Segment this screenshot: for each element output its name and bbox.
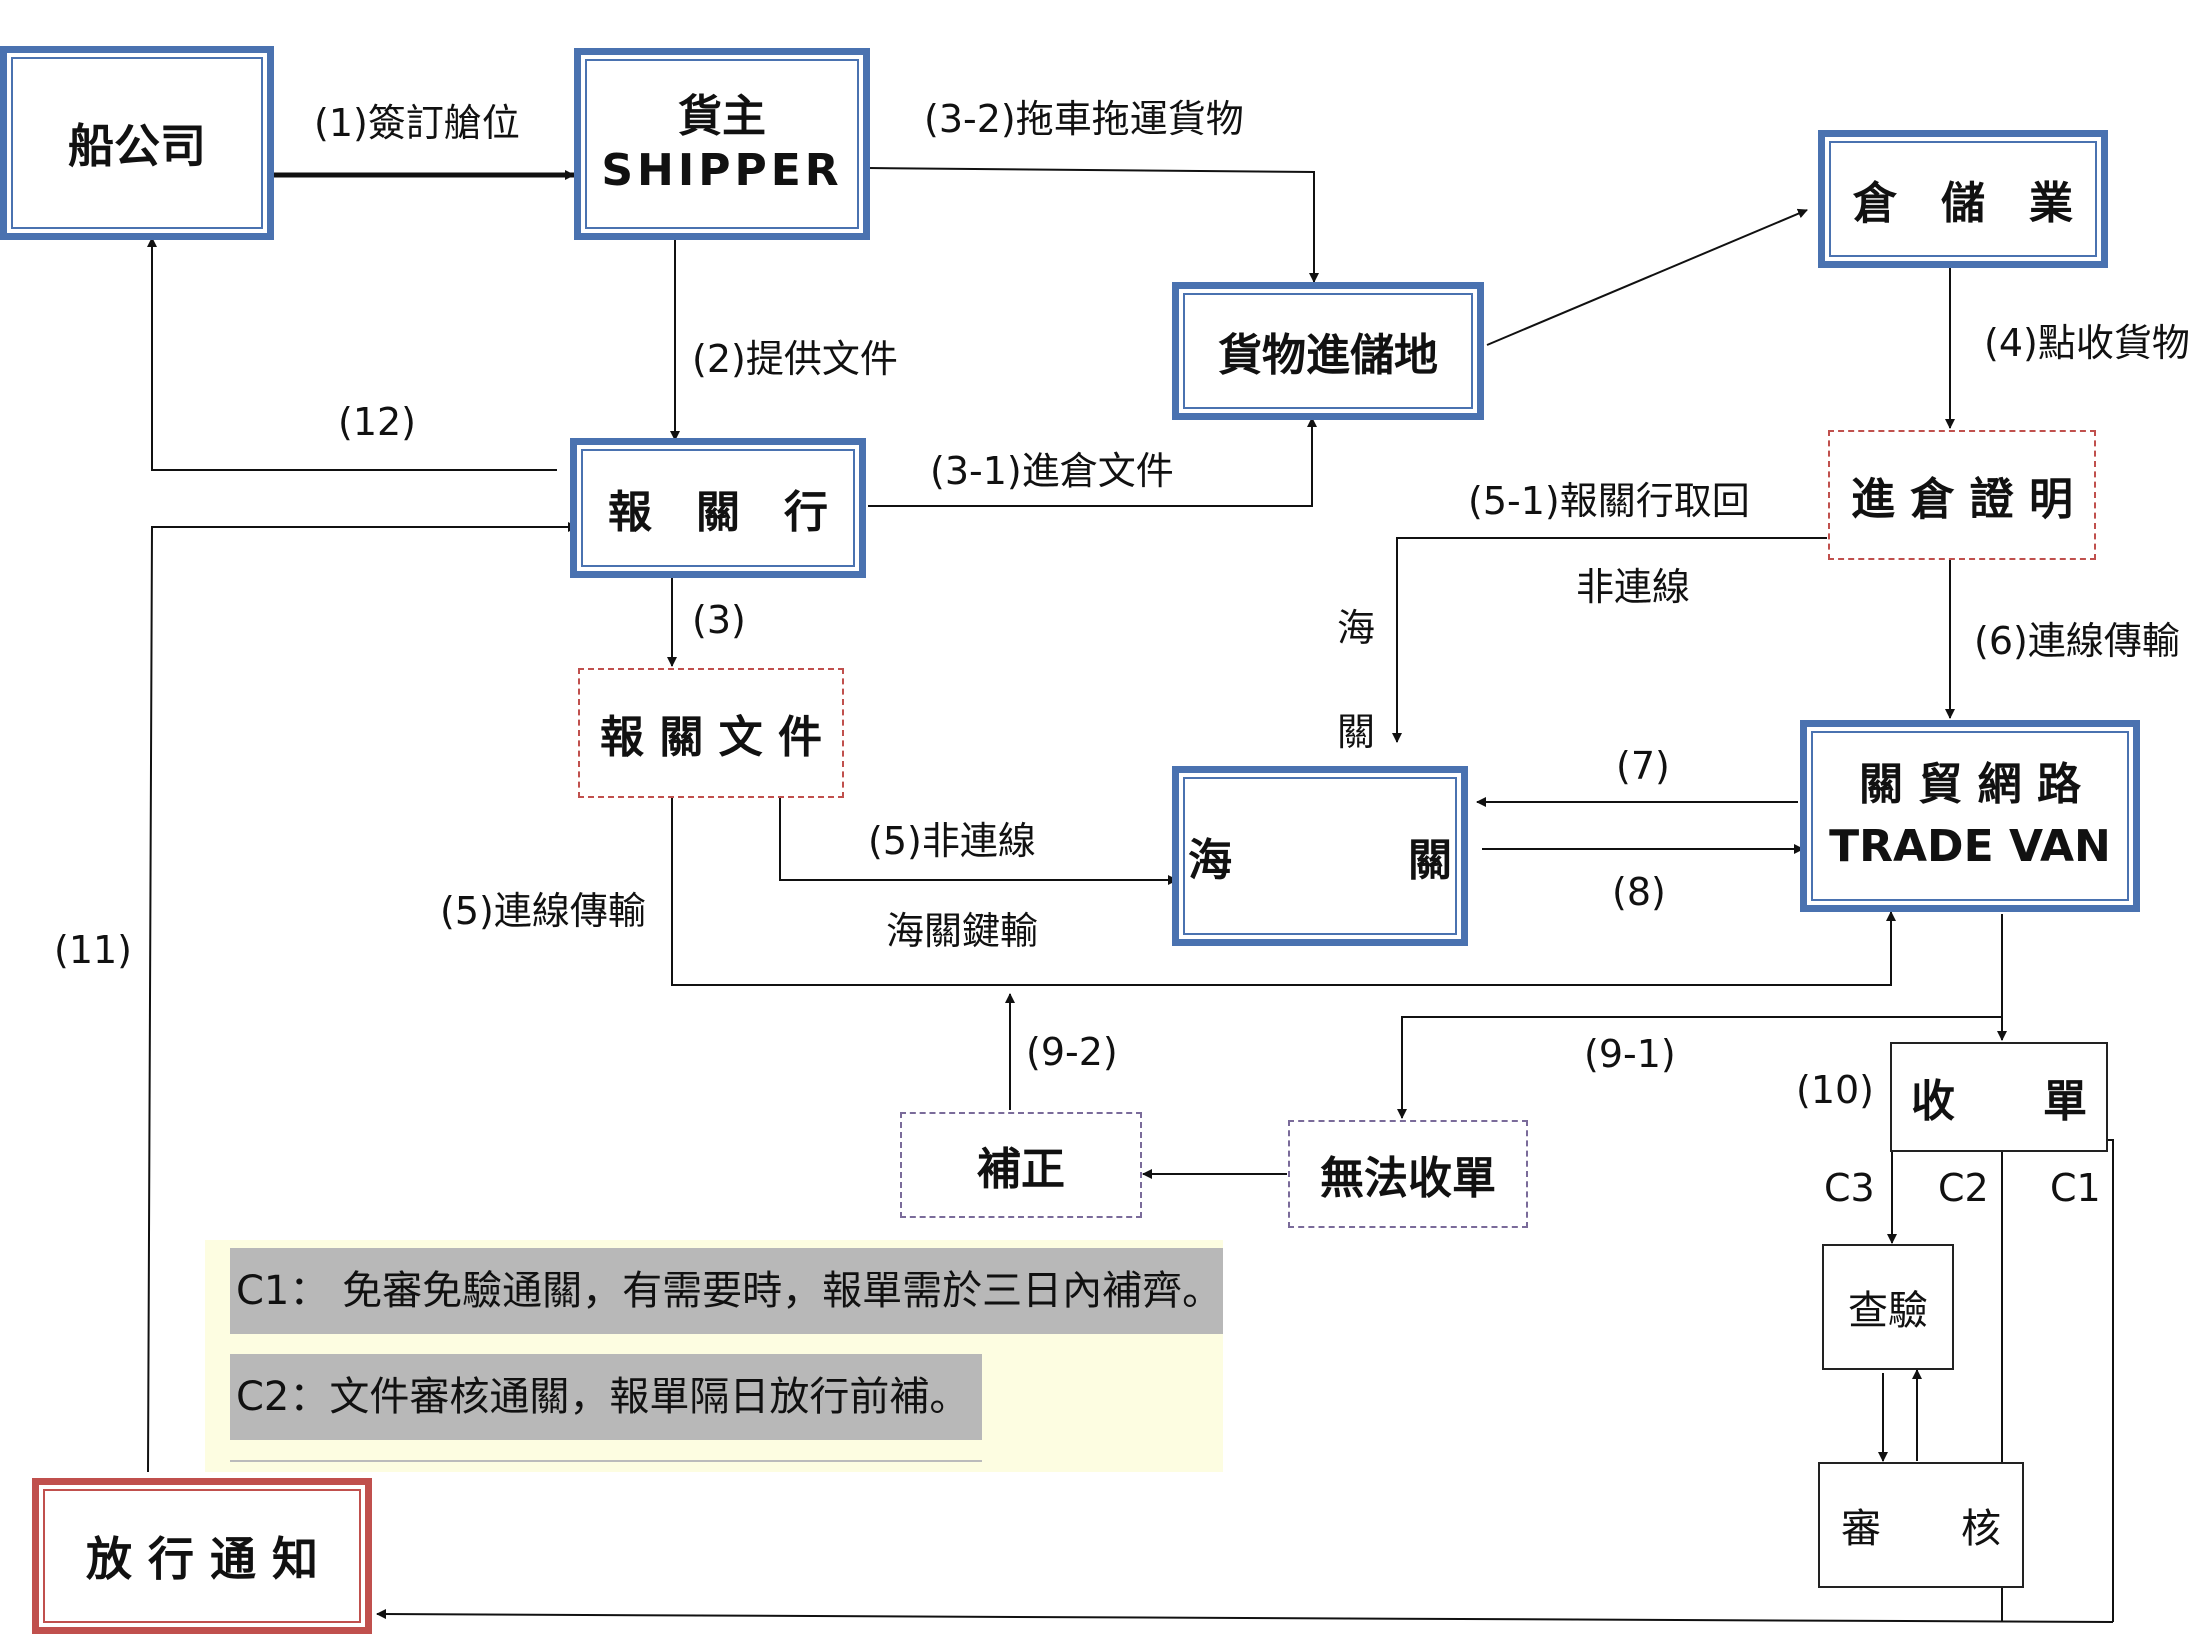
label-customs-keyin: 海關鍵輸 [886,909,1039,953]
node-shipping-company[interactable]: 船公司 [0,46,274,240]
node-shipper[interactable]: 貨主 SHIPPER [574,48,870,240]
node-warehouse-label: 倉 儲 業 [1853,178,2073,229]
label-customs-vertical-1: 海 [1336,606,1375,650]
legend-notes-panel: C1： 免審免驗通關，有需要時，報單需於三日內補齊。 C2：文件審核通關，報單隔… [205,1240,1223,1472]
node-customs-documents[interactable]: 報 關 文 件 [578,668,844,798]
node-shipper-cn: 貨主 [678,91,766,142]
label-step-6: (6)連線傳輸 [1974,619,2180,663]
node-customs-broker[interactable]: 報 關 行 [570,438,866,578]
node-receive-declaration[interactable]: 收 單 [1890,1042,2108,1152]
node-trade-van[interactable]: 關 貿 網 路 TRADE VAN [1800,720,2140,912]
node-cargo-storage-label: 貨物進儲地 [1218,330,1438,381]
node-shipping-company-label: 船公司 [68,119,206,173]
arrow-9-1 [1397,1016,2002,1119]
node-cargo-storage[interactable]: 貨物進儲地 [1172,282,1484,420]
label-step-7: (7) [1616,744,1670,788]
label-step-12: (12) [338,400,417,444]
node-inspection-label: 查驗 [1848,1288,1928,1334]
node-review-label: 審 核 [1841,1506,2001,1552]
label-step-3-2: (3-2)拖車拖運貨物 [924,97,1244,141]
label-step-3: (3) [692,598,746,642]
label-non-online: 非連線 [1576,565,1691,609]
label-step-9-2: (9-2) [1026,1030,1118,1074]
node-warehouse[interactable]: 倉 儲 業 [1818,130,2108,268]
arrow-storage-to-warehouse [1486,208,1808,346]
label-step-5-offline: (5)非連線 [868,819,1036,863]
arrow-to-release [376,1609,2114,1623]
node-customs-label: 海 關 [1188,835,1452,886]
node-release-notice[interactable]: 放 行 通 知 [32,1478,372,1634]
node-cannot-receive[interactable]: 無法收單 [1288,1120,1528,1228]
label-c1: C1 [2050,1166,2101,1210]
node-shipper-en: SHIPPER [601,145,843,196]
line-c1 [2108,1139,2114,1622]
label-step-10: (10) [1796,1068,1875,1112]
note-divider [230,1460,982,1462]
label-step-1: (1)簽訂艙位 [314,101,520,145]
node-warehouse-receipt[interactable]: 進 倉 證 明 [1828,430,2096,560]
node-review[interactable]: 審 核 [1818,1462,2024,1588]
label-c2: C2 [1938,1166,1989,1210]
node-receive-declaration-label: 收 單 [1911,1076,2087,1127]
label-step-5-1: (5-1)報關行取回 [1468,479,1750,523]
label-step-9-1: (9-1) [1584,1032,1676,1076]
node-trade-van-en: TRADE VAN [1829,821,2111,872]
node-correction[interactable]: 補正 [900,1112,1142,1218]
node-correction-label: 補正 [977,1144,1065,1195]
arrow-5-online [671,798,1896,986]
label-step-2: (2)提供文件 [692,337,898,381]
label-step-8: (8) [1612,870,1666,914]
arrow-12 [147,237,557,471]
node-cannot-receive-label: 無法收單 [1320,1153,1496,1204]
arrow-5-offline [779,798,1178,885]
note-c2: C2：文件審核通關，報單隔日放行前補。 [230,1354,982,1440]
node-trade-van-cn: 關 貿 網 路 [1859,759,2081,810]
label-step-3-1: (3-1)進倉文件 [930,449,1174,493]
arrow-5-1-broker-retrieve [1392,537,1827,743]
label-step-5-online: (5)連線傳輸 [440,889,646,933]
node-inspection[interactable]: 查驗 [1822,1244,1954,1370]
label-c3: C3 [1824,1166,1875,1210]
node-customs-documents-label: 報 關 文 件 [600,712,822,763]
note-c1: C1： 免審免驗通關，有需要時，報單需於三日內補齊。 [230,1248,1223,1334]
label-step-11: (11) [54,928,133,972]
arrow-3-1-warehouse-docs [868,417,1317,507]
node-customs-broker-label: 報 關 行 [608,487,828,538]
node-customs[interactable]: 海 關 [1172,766,1468,946]
arrow-3-2-truck [867,167,1319,283]
node-warehouse-receipt-label: 進 倉 證 明 [1851,474,2073,525]
label-step-4: (4)點收貨物 [1984,321,2190,365]
node-release-notice-label: 放 行 通 知 [85,1532,319,1586]
label-customs-vertical-2: 關 [1336,710,1375,754]
arrow-11 [147,522,578,1473]
